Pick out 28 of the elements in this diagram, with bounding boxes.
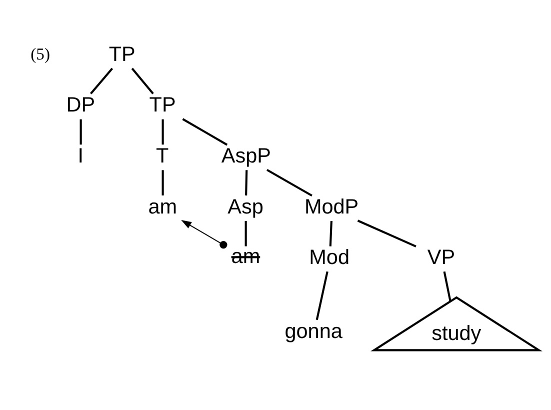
node-text: VP <box>427 246 456 269</box>
node-text: ModP <box>304 194 359 218</box>
connector <box>162 118 164 144</box>
connector <box>244 220 247 246</box>
connector <box>80 118 82 144</box>
connector <box>329 220 332 246</box>
node-text: Mod <box>309 246 350 269</box>
connector <box>182 118 228 146</box>
node-text: I <box>78 144 84 167</box>
connector <box>316 270 328 320</box>
connector <box>245 170 248 195</box>
connector <box>443 270 452 301</box>
node-text: AspP <box>221 144 272 167</box>
arrow <box>181 219 228 248</box>
connector <box>131 67 154 94</box>
node-text: TP <box>108 42 136 66</box>
connector <box>357 219 416 247</box>
connector <box>90 67 114 94</box>
node-text: am <box>231 244 260 268</box>
node-text: am <box>148 194 178 218</box>
connector <box>266 168 312 196</box>
node-text: gonna <box>284 319 342 342</box>
node-text: DP <box>66 93 96 116</box>
node-text: T <box>156 144 169 167</box>
node-text: TP <box>149 93 176 116</box>
node-text: Asp <box>228 194 264 218</box>
label: (5) <box>30 44 50 64</box>
connector <box>162 170 164 195</box>
